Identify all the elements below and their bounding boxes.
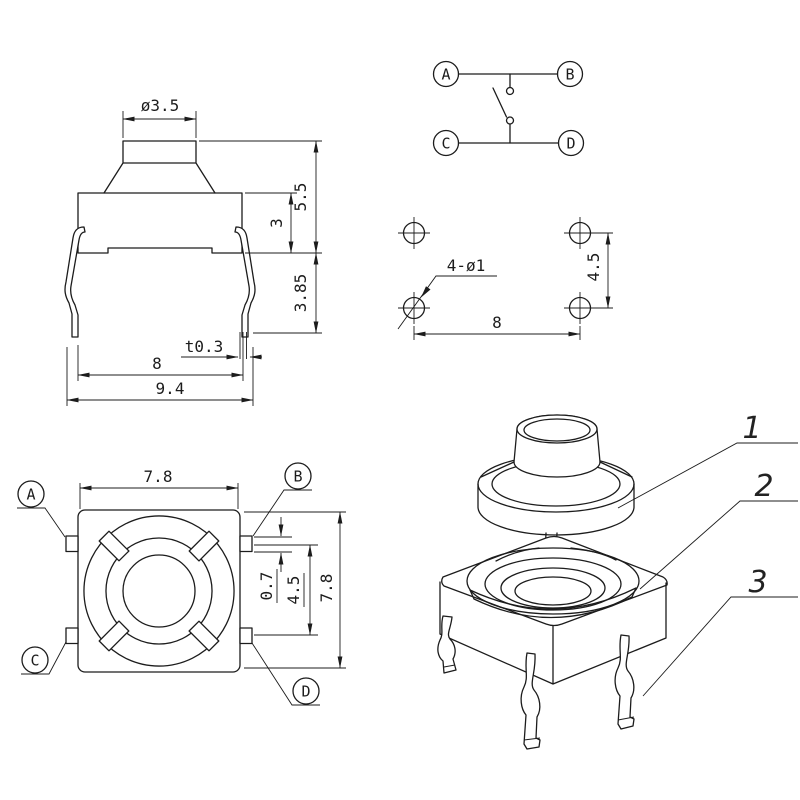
callout-part-2: 2 (639, 469, 798, 590)
pcb-hole (398, 292, 430, 324)
dim-text-overall-width: 9.4 (156, 379, 185, 398)
pcb-holes (398, 217, 596, 324)
schematic-terminal-b: B (556, 60, 584, 88)
front-body (77, 192, 243, 254)
dim-total-height: 5.5 (199, 140, 322, 254)
dim-hole-pitch-y: 4.5 (584, 232, 613, 309)
part-number-1: 1 (742, 411, 761, 446)
pcb-hole (564, 217, 596, 249)
exploded-view: 1 2 3 (437, 411, 798, 750)
dim-text-body-height: 3 (267, 218, 286, 228)
front-leg-left (64, 226, 86, 338)
dim-text-lead-span: 8 (152, 354, 162, 373)
dim-lead-length: 3.85 (253, 252, 322, 334)
top-label-d: D (301, 683, 310, 701)
dim-text-terminal-width: 0.7 (257, 572, 276, 601)
dim-terminal-pitch: 4.5 (254, 544, 318, 636)
dim-text-top-width: 7.8 (144, 467, 173, 486)
pcb-hole-callout: 4-ø1 (397, 256, 497, 330)
top-view-body (77, 509, 241, 673)
top-label-b: B (293, 468, 302, 486)
dim-text-lead-length: 3.85 (291, 274, 310, 313)
callout-part-1: 1 (617, 411, 798, 509)
exploded-legs (437, 615, 635, 750)
callout-terminal-a: A (17, 480, 66, 538)
part-number-3: 3 (748, 565, 767, 600)
front-plunger (103, 140, 216, 194)
callout-terminal-c: C (21, 641, 67, 675)
switch-symbol (492, 73, 515, 144)
front-lead-section-lines (239, 332, 247, 381)
schematic-label-c: C (441, 135, 450, 153)
schematic-terminal-c: C (432, 129, 460, 157)
top-view: A B C D 7.8 7.8 (17, 462, 346, 706)
terminal-c-pad (65, 627, 79, 645)
actuator-center (122, 554, 196, 628)
dim-text-lead-thickness: t0.3 (185, 337, 224, 356)
front-leg-right (234, 226, 256, 338)
dim-text-total-height: 5.5 (291, 183, 310, 212)
top-label-a: A (26, 486, 35, 504)
dim-terminal-width: 0.7 (254, 517, 318, 603)
schematic-label-d: D (566, 135, 575, 153)
dim-overall-width: 9.4 (66, 347, 254, 406)
pcb-callout-text: 4-ø1 (447, 256, 486, 275)
schematic-label-b: B (565, 66, 574, 84)
callout-terminal-b: B (252, 462, 312, 537)
front-view: ø3.5 5.5 3 3.85 t0.3 8 (64, 96, 322, 406)
dim-text-hole-pitch-x: 8 (492, 313, 502, 332)
pcb-layout: 4-ø1 8 4.5 (397, 217, 613, 340)
dim-text-button-diameter: ø3.5 (141, 96, 180, 115)
top-label-c: C (30, 652, 39, 670)
dim-text-top-depth: 7.8 (317, 574, 336, 603)
terminal-b-pad (239, 535, 253, 553)
pcb-hole (398, 217, 430, 249)
terminal-a-pad (65, 535, 79, 553)
dim-lead-thickness: t0.3 (181, 337, 262, 360)
terminal-d-pad (239, 627, 253, 645)
exploded-cap (477, 414, 635, 536)
circuit-schematic: A B C D (432, 60, 585, 157)
dim-text-terminal-pitch: 4.5 (284, 576, 303, 605)
dim-text-hole-pitch-y: 4.5 (584, 253, 603, 282)
dim-lead-span: 8 (77, 345, 244, 381)
dim-body-height: 3 (245, 192, 297, 254)
schematic-terminal-d: D (557, 129, 585, 157)
dim-top-body-width: 7.8 (79, 467, 239, 509)
pcb-hole (564, 292, 596, 324)
callout-terminal-d: D (251, 642, 320, 706)
actuator-pattern (83, 515, 235, 667)
dim-hole-pitch-x: 8 (413, 313, 581, 340)
dim-top-body-depth: 7.8 (244, 511, 346, 669)
schematic-label-a: A (441, 66, 450, 84)
part-number-2: 2 (754, 469, 773, 504)
dim-button-diameter: ø3.5 (122, 96, 197, 138)
callout-part-3: 3 (642, 565, 798, 697)
schematic-terminal-a: A (432, 60, 460, 88)
exploded-body (439, 535, 668, 685)
